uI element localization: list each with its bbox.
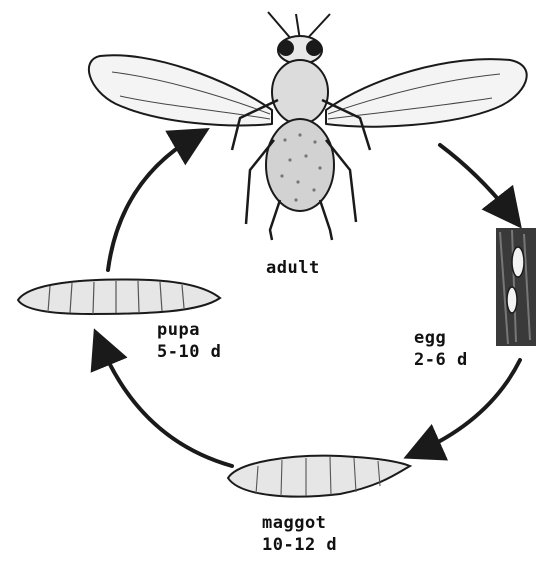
egg-duration: 2-6 d <box>414 349 468 371</box>
egg-name: egg <box>414 327 468 349</box>
arrow-pupa-to-adult <box>108 136 196 270</box>
egg-label: egg 2-6 d <box>414 327 468 371</box>
adult-name: adult <box>266 258 320 278</box>
arrow-egg-to-maggot <box>418 360 520 452</box>
adult-label: adult <box>266 257 320 279</box>
pupa-duration: 5-10 d <box>157 341 221 363</box>
pupa-name: pupa <box>157 319 221 341</box>
egg-icon <box>496 228 536 346</box>
maggot-name: maggot <box>262 512 337 534</box>
maggot-duration: 10-12 d <box>262 534 337 556</box>
pupa-label: pupa 5-10 d <box>157 319 221 363</box>
pupa-icon <box>18 280 220 314</box>
fly-abdomen <box>266 119 334 211</box>
arrow-adult-to-egg <box>440 145 512 216</box>
maggot-label: maggot 10-12 d <box>262 512 337 556</box>
fly-icon <box>89 12 527 240</box>
maggot-icon <box>228 456 410 497</box>
fly-thorax <box>272 60 328 124</box>
